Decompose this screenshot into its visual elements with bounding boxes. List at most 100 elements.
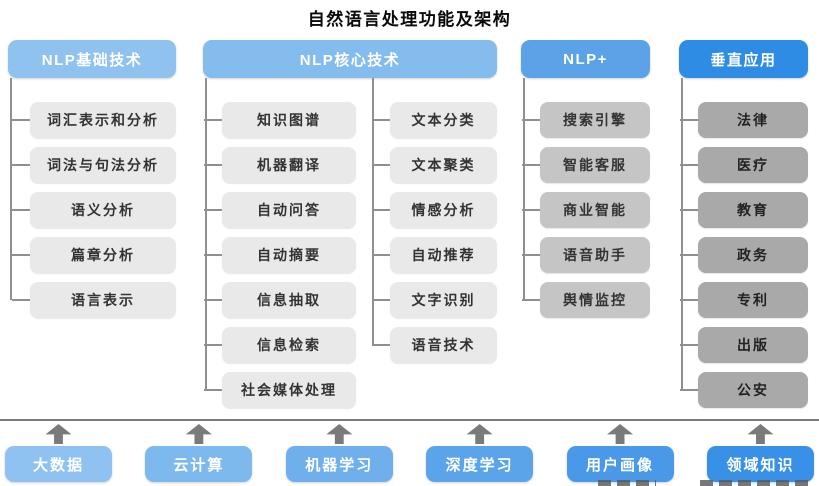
diagram-box-label: 语音技术 (411, 337, 476, 353)
foundation-box: 用户画像 (566, 446, 674, 482)
diagram-box: 法律 (680, 102, 808, 138)
foundation-row: 大数据 云计算 机器学习 深度学习 用户画像 (5, 424, 814, 482)
item-list: 法律 医疗 教育 政务 专利 出版 公安 (680, 102, 808, 408)
diagram-box-label: 出版 (737, 337, 769, 353)
column-header: 垂直应用 (679, 40, 808, 78)
separator-line (0, 419, 819, 421)
diagram-box: 情感分析 (372, 192, 497, 228)
watermark-fragment (598, 480, 656, 486)
diagram-box: 商业智能 (522, 192, 650, 228)
foundation-cell: 用户画像 (566, 424, 674, 482)
foundation-cell: 深度学习 (426, 424, 534, 482)
column-vertical-apps: 垂直应用 法律 医疗 教育 政务 专利 出版 公安 (679, 40, 808, 408)
diagram-box: 机器翻译 (204, 147, 356, 183)
connector-vline (205, 78, 207, 390)
foundation-cell: 机器学习 (285, 424, 393, 482)
diagram-box-label: 文字识别 (411, 292, 476, 308)
diagram-box: 舆情监控 (522, 282, 650, 318)
diagram-box: 文本分类 (372, 102, 497, 138)
foundation-box: 领域知识 (706, 446, 814, 482)
diagram-box: 词汇表示和分析 (12, 102, 176, 138)
diagram-box: 语义分析 (12, 192, 176, 228)
diagram-box-label: 搜索引擎 (563, 112, 627, 128)
diagram-box: 语言表示 (12, 282, 176, 318)
diagram-box: 医疗 (680, 147, 808, 183)
diagram-box: 智能客服 (522, 147, 650, 183)
diagram-box-label: 信息检索 (257, 337, 321, 353)
diagram-box-label: 自动问答 (257, 202, 321, 218)
watermark-fragment (700, 480, 812, 486)
up-arrow-icon (326, 424, 353, 444)
diagram-box: 知识图谱 (204, 102, 356, 138)
diagram-box: 自动问答 (204, 192, 356, 228)
item-list: 知识图谱 机器翻译 自动问答 自动摘要 信息抽取 信息检索 社会媒体处理 (204, 102, 356, 408)
diagram-box: 文本聚类 (372, 147, 497, 183)
connector-vline (372, 78, 374, 345)
item-list: 文本分类 文本聚类 情感分析 自动推荐 文字识别 语音技术 (372, 102, 497, 363)
diagram-box-label: 公安 (737, 382, 769, 398)
diagram-box: 公安 (680, 372, 808, 408)
diagram-box: 政务 (680, 237, 808, 273)
diagram-box-label: 信息抽取 (257, 292, 321, 308)
item-list: 搜索引擎 智能客服 商业智能 语音助手 舆情监控 (522, 102, 650, 318)
connector-vline (681, 78, 683, 390)
connector-vline (523, 78, 525, 300)
foundation-box-label: 领域知识 (726, 456, 795, 474)
item-list: 词汇表示和分析 词法与句法分析 语义分析 篇章分析 语言表示 (12, 102, 176, 318)
foundation-cell: 领域知识 (706, 424, 814, 482)
diagram-box: 信息检索 (204, 327, 356, 363)
column-nlp-core: NLP核心技术 知识图谱 机器翻译 自动问答 自动摘要 信息抽取 信息检索 (203, 40, 497, 408)
diagram-box-label: 知识图谱 (257, 112, 321, 128)
foundation-box: 深度学习 (426, 446, 534, 482)
diagram-box: 搜索引擎 (522, 102, 650, 138)
foundation-box-label: 云计算 (173, 456, 225, 474)
foundation-box: 大数据 (5, 446, 112, 482)
up-arrow-icon (185, 424, 212, 444)
column-nlp-plus: NLP+ 搜索引擎 智能客服 商业智能 语音助手 舆情监控 (521, 40, 650, 318)
up-arrow-icon (747, 424, 774, 444)
diagram-box-label: 机器翻译 (257, 157, 321, 173)
diagram-box-label: 法律 (737, 112, 769, 128)
column-header: NLP+ (521, 40, 650, 78)
diagram-box-label: 舆情监控 (563, 292, 627, 308)
diagram-box-label: 自动推荐 (411, 247, 476, 263)
diagram-box: 自动摘要 (204, 237, 356, 273)
foundation-box: 云计算 (145, 446, 253, 482)
diagram-box-label: 自动摘要 (257, 247, 321, 263)
diagram-box: 社会媒体处理 (204, 372, 356, 408)
diagram-box-label: 社会媒体处理 (241, 382, 337, 398)
diagram-box: 出版 (680, 327, 808, 363)
diagram-box-label: 文本聚类 (411, 157, 476, 173)
diagram-box: 词法与句法分析 (12, 147, 176, 183)
diagram-box-label: 专利 (737, 292, 769, 308)
diagram-box: 篇章分析 (12, 237, 176, 273)
diagram-box: 语音技术 (372, 327, 497, 363)
column-nlp-basic: NLP基础技术 词汇表示和分析 词法与句法分析 语义分析 篇章分析 语言表示 (8, 40, 176, 318)
diagram-box: 信息抽取 (204, 282, 356, 318)
diagram-box: 语音助手 (522, 237, 650, 273)
foundation-box-label: 大数据 (32, 456, 84, 474)
up-arrow-icon (607, 424, 634, 444)
diagram-box-label: 教育 (737, 202, 769, 218)
column-header: NLP基础技术 (8, 40, 176, 78)
up-arrow-icon (466, 424, 493, 444)
diagram-box-label: 文本分类 (411, 112, 476, 128)
diagram-box-label: 情感分析 (411, 202, 476, 218)
diagram-box-label: 语言表示 (71, 292, 135, 308)
foundation-box: 机器学习 (285, 446, 393, 482)
diagram-title: 自然语言处理功能及架构 (307, 10, 512, 29)
diagram-box-label: 政务 (737, 247, 769, 263)
connector-vline (10, 78, 12, 300)
diagram-box: 教育 (680, 192, 808, 228)
foundation-cell: 大数据 (5, 424, 112, 482)
diagram-box-label: 医疗 (737, 157, 769, 173)
foundation-cell: 云计算 (145, 424, 253, 482)
diagram-box-label: 智能客服 (563, 157, 627, 173)
column-header: NLP核心技术 (203, 40, 497, 78)
foundation-box-label: 用户画像 (586, 456, 655, 474)
diagram-box-label: 商业智能 (563, 202, 627, 218)
diagram-box-label: 词法与句法分析 (47, 157, 159, 173)
diagram-box-label: 篇章分析 (71, 247, 135, 263)
foundation-box-label: 深度学习 (445, 456, 514, 474)
